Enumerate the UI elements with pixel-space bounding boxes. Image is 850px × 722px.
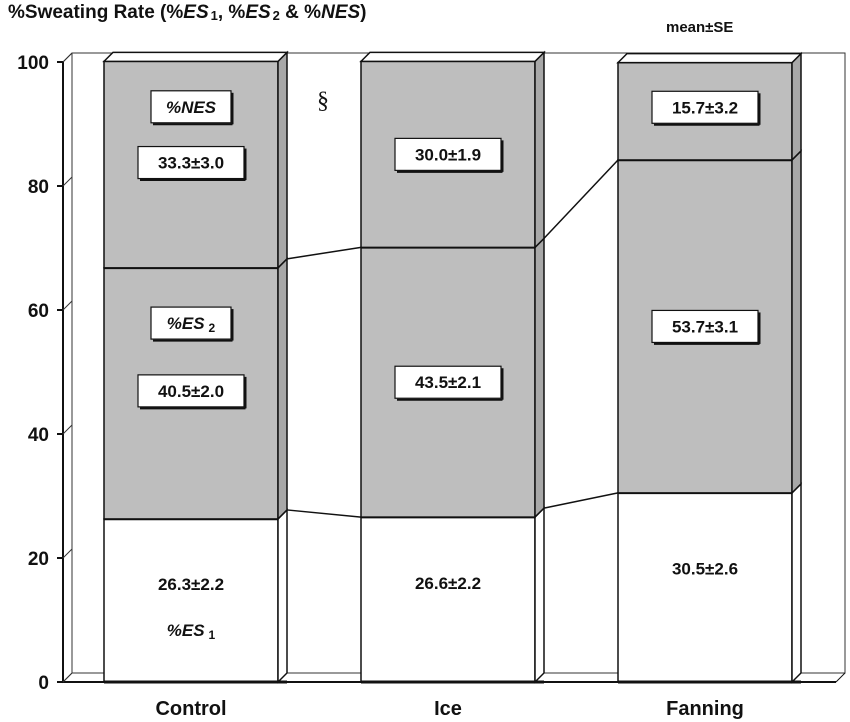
bar-top-face (359, 51, 546, 63)
y-tick-diag (62, 672, 73, 683)
y-tick-label: 80 (28, 177, 49, 198)
y-tick-diag (62, 300, 73, 311)
bar-segment-0 (360, 516, 536, 683)
y-tick-label: 60 (28, 301, 49, 322)
data-label: 33.3±3.0 (158, 154, 224, 173)
bar-side-1 (791, 149, 802, 495)
bar-top-face (102, 51, 289, 63)
data-label: 43.5±2.1 (415, 373, 481, 392)
bar-side-2 (791, 51, 802, 162)
bar-group-fanning: Fanning (616, 51, 803, 720)
x-tick-label: Ice (434, 698, 462, 720)
bar-top-face (616, 52, 803, 64)
data-label-box: 53.7±3.1 (651, 309, 761, 345)
y-tick-label: 20 (28, 549, 49, 570)
bar-side-1 (277, 257, 288, 521)
label-box (150, 306, 232, 340)
x-tick-label: Control (155, 698, 226, 720)
data-label-box: 30.0±1.9 (394, 137, 504, 173)
data-label: 30.0±1.9 (415, 145, 481, 164)
y-tick-diag (62, 548, 73, 559)
bar-segment-0 (617, 492, 793, 683)
y-tick-diag (62, 424, 73, 435)
data-label: 30.5±2.6 (672, 560, 738, 579)
bar-side-2 (277, 50, 288, 270)
bar-side-0 (791, 482, 802, 684)
y-tick-label: 0 (38, 673, 49, 694)
data-label: 40.5±2.0 (158, 382, 224, 401)
stack-connector (286, 246, 362, 260)
bar-side-2 (534, 50, 545, 250)
label-box (394, 137, 502, 171)
bar-segment-0 (103, 518, 279, 683)
y-tick-label: 40 (28, 425, 49, 446)
y-tick-diag (62, 176, 73, 187)
bar-side-0 (277, 508, 288, 684)
data-label: 15.7±3.2 (672, 98, 738, 117)
label-box (651, 309, 759, 344)
label-box (150, 90, 232, 124)
y-tick-diag (62, 52, 73, 63)
label-box (137, 145, 245, 180)
y-tick-label: 100 (17, 53, 49, 74)
bar-group-control: Control (102, 50, 289, 720)
series-name-label: %NES (166, 98, 217, 117)
data-label: 53.7±3.1 (672, 317, 738, 336)
x-tick-label: Fanning (666, 698, 744, 720)
floor-edge (835, 672, 846, 683)
significance-marker: § (317, 88, 329, 114)
bar-side-0 (534, 506, 545, 684)
bar-side-1 (534, 236, 545, 519)
data-label-box: 33.3±3.0 (137, 145, 247, 182)
label-box (137, 374, 245, 408)
data-label: 26.6±2.2 (415, 574, 481, 593)
data-label-box: 40.5±2.0 (137, 374, 247, 410)
data-label-box: 43.5±2.1 (394, 365, 504, 401)
stack-connector (543, 159, 619, 239)
stack-connector (286, 509, 362, 518)
label-box (394, 365, 502, 399)
label-box (651, 90, 759, 124)
series-name-box: %NES (150, 90, 234, 126)
data-label: 26.3±2.2 (158, 575, 224, 594)
stack-connector (543, 492, 619, 509)
mean-se-note: mean±SE (666, 19, 734, 36)
data-label-box: 15.7±3.2 (651, 90, 761, 126)
